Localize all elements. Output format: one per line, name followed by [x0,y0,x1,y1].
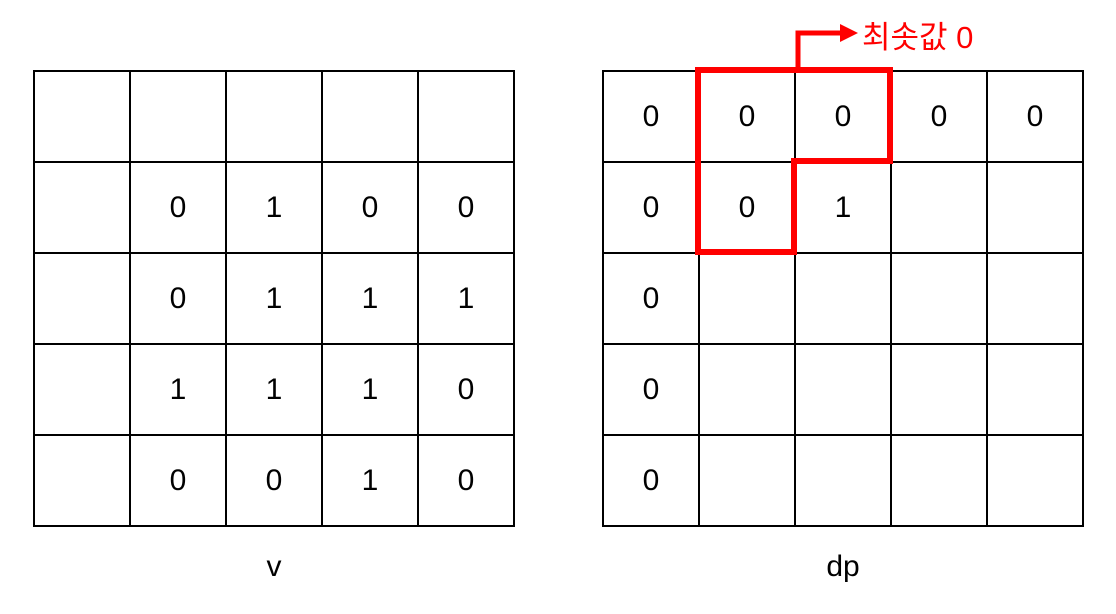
cell-dp-0-0: 0 [602,70,700,163]
cell-v-0-3 [321,70,419,163]
cell-dp-2-3 [890,252,988,345]
cell-dp-3-0: 0 [602,343,700,436]
cell-v-4-3: 1 [321,434,419,527]
cell-dp-0-4: 0 [986,70,1084,163]
cell-dp-1-1-region: 0 [698,161,796,254]
v-grid-row-2: 0 1 1 1 [33,252,515,345]
cell-v-3-4: 0 [417,343,515,436]
cell-v-2-1: 0 [129,252,227,345]
cell-dp-2-0: 0 [602,252,700,345]
cell-dp-0-1-region: 0 [698,70,796,163]
dp-grid-row-2: 0 [602,252,1084,345]
cell-v-1-3: 0 [321,161,419,254]
cell-dp-0-3: 0 [890,70,988,163]
v-grid-row-0 [33,70,515,163]
cell-v-2-4: 1 [417,252,515,345]
cell-v-4-0 [33,434,131,527]
cell-v-3-1: 1 [129,343,227,436]
cell-dp-4-2 [794,434,892,527]
cell-dp-3-1 [698,343,796,436]
cell-dp-1-4 [986,161,1084,254]
cell-v-0-1 [129,70,227,163]
cell-dp-2-1 [698,252,796,345]
v-grid-label: v [266,550,282,583]
cell-v-0-0 [33,70,131,163]
cell-v-0-2 [225,70,323,163]
cell-dp-2-4 [986,252,1084,345]
dp-grid-row-3: 0 [602,343,1084,436]
v-grid-row-4: 0 0 1 0 [33,434,515,527]
dp-grid-row-1: 0 0 1 [602,161,1084,254]
cell-dp-3-3 [890,343,988,436]
cell-dp-4-4 [986,434,1084,527]
cell-v-2-0 [33,252,131,345]
annotation-arrowhead-icon [840,24,858,42]
cell-v-3-0 [33,343,131,436]
cell-dp-1-0: 0 [602,161,700,254]
dp-grid: 0 0 0 0 0 0 0 1 0 0 0 [602,70,1084,527]
v-grid-row-1: 0 1 0 0 [33,161,515,254]
cell-v-2-3: 1 [321,252,419,345]
cell-v-4-2: 0 [225,434,323,527]
cell-dp-1-2-highlighted: 1 [794,161,892,254]
cell-dp-3-2 [794,343,892,436]
cell-v-3-3: 1 [321,343,419,436]
dp-grid-row-0: 0 0 0 0 0 [602,70,1084,163]
dp-grid-row-4: 0 [602,434,1084,527]
cell-v-3-2: 1 [225,343,323,436]
cell-v-4-1: 0 [129,434,227,527]
annotation-arrow-line [795,30,842,70]
v-grid-row-3: 1 1 1 0 [33,343,515,436]
cell-v-4-4: 0 [417,434,515,527]
v-grid: 0 1 0 0 0 1 1 1 1 1 1 0 0 0 1 0 [33,70,515,527]
cell-dp-4-1 [698,434,796,527]
cell-dp-4-0: 0 [602,434,700,527]
cell-v-2-2: 1 [225,252,323,345]
cell-v-1-0 [33,161,131,254]
cell-dp-2-2 [794,252,892,345]
cell-dp-3-4 [986,343,1084,436]
cell-v-1-2-highlighted: 1 [225,161,323,254]
cell-dp-4-3 [890,434,988,527]
cell-dp-0-2-region: 0 [794,70,892,163]
dp-grid-label: dp [826,550,860,583]
cell-dp-1-3 [890,161,988,254]
cell-v-1-4: 0 [417,161,515,254]
min-value-annotation-label: 최솟값 0 [862,20,974,55]
cell-v-1-1: 0 [129,161,227,254]
cell-v-0-4 [417,70,515,163]
